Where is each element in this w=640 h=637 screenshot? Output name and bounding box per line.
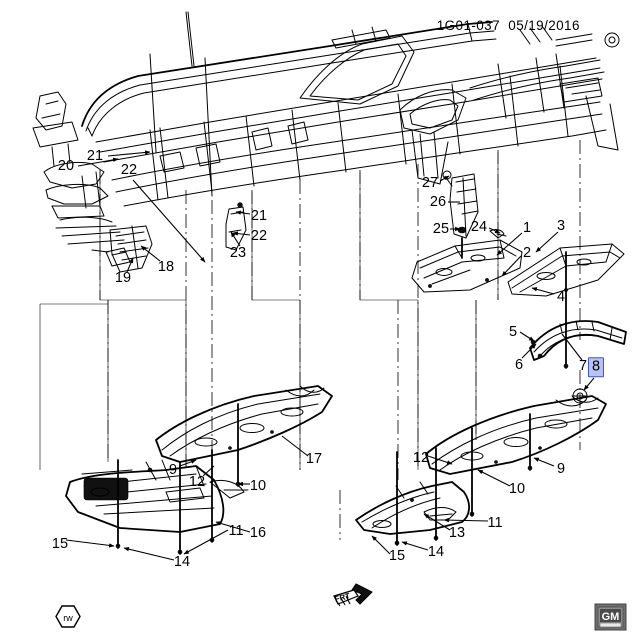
callout-number-14[interactable]: 14	[173, 553, 191, 570]
callout-number-9[interactable]: 9	[556, 460, 566, 477]
callout-number-26[interactable]: 26	[429, 193, 447, 210]
callout-number-7[interactable]: 7	[578, 357, 588, 374]
fastener-stems	[117, 251, 569, 555]
callout-number-11[interactable]: 11	[228, 522, 244, 539]
callout-number-8[interactable]: 8	[587, 357, 605, 377]
callout-number-10[interactable]: 10	[508, 480, 526, 497]
callout-number-24[interactable]: 24	[470, 218, 488, 235]
callout-number-5[interactable]: 5	[508, 323, 518, 340]
callout-number-10[interactable]: 10	[249, 477, 267, 494]
callout-number-19[interactable]: 19	[114, 269, 132, 286]
front-direction-arrow-icon: FRT	[333, 583, 373, 607]
callout-number-2[interactable]: 2	[522, 244, 532, 261]
callout-number-13[interactable]: 13	[448, 524, 466, 541]
svg-text:GM: GM	[602, 611, 620, 623]
callout-number-23[interactable]: 23	[229, 244, 247, 261]
callout-number-4[interactable]: 4	[556, 288, 566, 305]
svg-text:rw: rw	[63, 613, 73, 623]
callout-number-1[interactable]: 1	[522, 219, 532, 236]
callout-number-22[interactable]: 22	[120, 161, 138, 178]
shield-part-16	[65, 459, 249, 555]
shield-part-3	[507, 243, 625, 297]
callout-number-25[interactable]: 25	[432, 220, 450, 237]
callout-number-16[interactable]: 16	[249, 524, 267, 541]
bracket-19-18	[109, 225, 153, 273]
revision-stamp-rw: rw	[55, 605, 81, 628]
leader-lines	[65, 150, 595, 561]
shield-part-1	[411, 239, 523, 293]
center-underbody-structure	[95, 25, 620, 207]
callout-number-9[interactable]: 9	[168, 461, 178, 478]
shield-part-17	[155, 385, 333, 463]
callout-number-21[interactable]: 21	[250, 207, 268, 224]
callout-number-22[interactable]: 22	[250, 227, 268, 244]
callout-number-20[interactable]: 20	[57, 157, 75, 174]
callout-number-21[interactable]: 21	[86, 147, 104, 164]
callout-number-15[interactable]: 15	[51, 535, 69, 552]
left-underbody-structure	[32, 91, 131, 267]
bracket-21-22-23	[149, 53, 247, 251]
construction-lines	[39, 152, 499, 470]
callout-number-12[interactable]: 12	[412, 449, 430, 466]
callout-number-11[interactable]: 11	[487, 514, 503, 531]
callout-number-3[interactable]: 3	[556, 217, 566, 234]
hanger-part-26	[442, 170, 507, 259]
callout-number-17[interactable]: 17	[305, 450, 323, 467]
callout-number-27[interactable]: 27	[421, 174, 439, 191]
rocker-sill-assembly	[81, 11, 497, 137]
callout-number-14[interactable]: 14	[427, 543, 445, 560]
callout-number-15[interactable]: 15	[388, 547, 406, 564]
svg-text:FRT: FRT	[334, 591, 351, 604]
callout-number-12[interactable]: 12	[188, 473, 206, 490]
callout-number-18[interactable]: 18	[157, 258, 175, 275]
callout-number-6[interactable]: 6	[514, 356, 524, 373]
gm-logo: GM	[594, 603, 627, 631]
